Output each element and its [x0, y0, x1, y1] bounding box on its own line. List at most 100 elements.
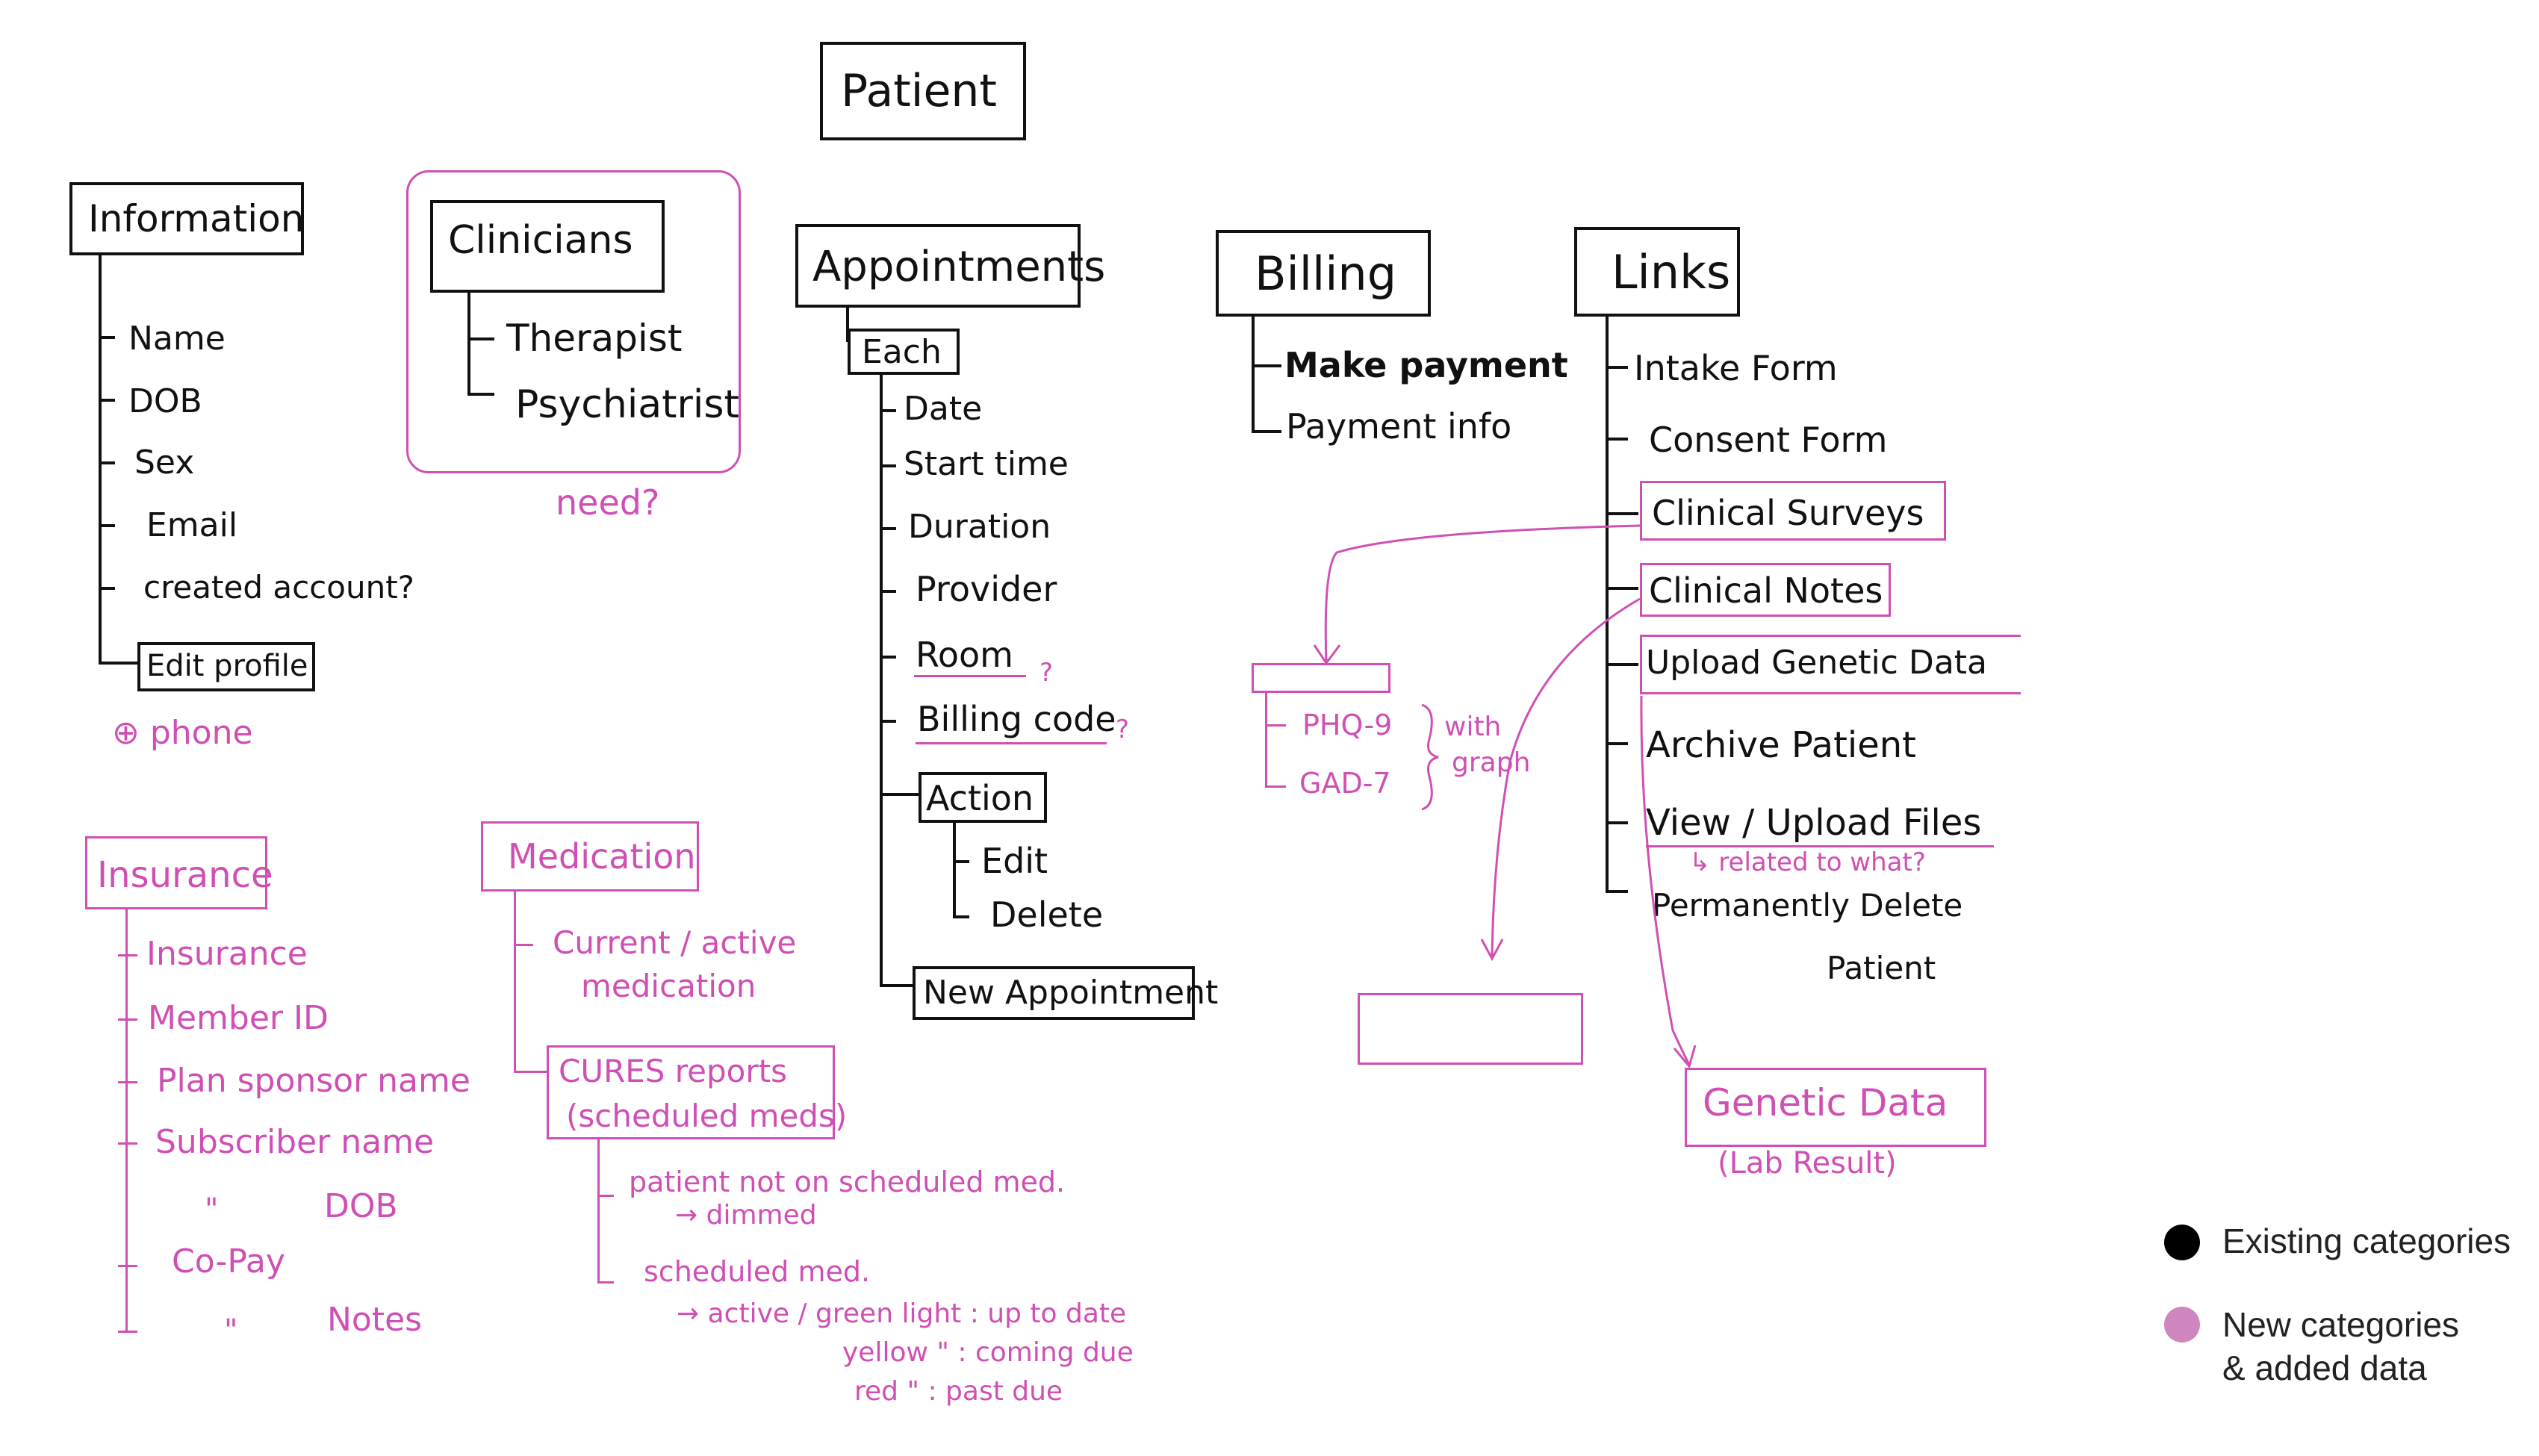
- ins-item-plan-sponsor: Plan sponsor name: [157, 1062, 470, 1100]
- med-light-yellow: yellow " : coming due: [842, 1337, 1134, 1368]
- surveys-brace: [1421, 703, 1439, 811]
- room-question: ?: [1039, 658, 1054, 688]
- appointments-node: [795, 224, 1081, 308]
- billing-payment-info: Payment info: [1286, 406, 1512, 447]
- medication-trunk: [514, 892, 516, 1072]
- insurance-trunk: [125, 909, 128, 1332]
- surveys-trunk: [1265, 693, 1267, 787]
- genetic-data-label: Genetic Data: [1703, 1081, 1948, 1124]
- info-item-created-account: created account?: [143, 569, 414, 606]
- ins-item-insurance: Insurance: [146, 935, 308, 973]
- notes-arrow: [1491, 597, 1641, 958]
- ins-item-dob: DOB: [324, 1187, 398, 1225]
- med-scheduled: scheduled med.: [644, 1255, 871, 1288]
- med-current-active-2: medication: [581, 968, 756, 1004]
- information-node: [69, 182, 304, 255]
- med-current-active: Current / active: [553, 924, 797, 961]
- appt-item-provider: Provider: [916, 569, 1057, 609]
- legend-existing-label: Existing categories: [2222, 1222, 2511, 1260]
- med-light-red: red " : past due: [854, 1376, 1063, 1407]
- cures-trunk: [597, 1139, 600, 1283]
- phone-note: ⊕ phone: [112, 714, 253, 752]
- clinicians-node: [430, 200, 665, 293]
- medication-node: [481, 821, 699, 892]
- action-trunk: [953, 823, 956, 918]
- surveys-with-note: with: [1444, 712, 1502, 742]
- information-trunk: [99, 255, 102, 665]
- survey-gad7: GAD-7: [1299, 767, 1391, 800]
- cures-reports-label: CURES reports: [559, 1053, 787, 1089]
- ins-item-notes: Notes: [327, 1301, 423, 1339]
- ins-item-ditto-2: ": [224, 1313, 238, 1348]
- legend-new-dot: [2164, 1307, 2200, 1343]
- links-archive-patient: Archive Patient: [1646, 724, 1916, 766]
- each-label: Each: [862, 333, 942, 371]
- clinicians-need-note: need?: [556, 482, 660, 523]
- appointments-trunk: [880, 375, 883, 987]
- clinical-notes-target-box: [1358, 993, 1583, 1065]
- links-permanently-delete: Permanently Delete: [1652, 887, 1963, 924]
- genetic-arrow: [1640, 695, 1691, 1065]
- appointments-label: Appointments: [812, 243, 1106, 291]
- links-upload-genetic-data: Upload Genetic Data: [1646, 644, 1987, 682]
- files-underline: [1646, 845, 1994, 847]
- appointments-top-connector: [846, 308, 849, 342]
- cures-reports-node: [547, 1045, 835, 1139]
- billing-make-payment: Make payment: [1284, 345, 1568, 385]
- billing-node: [1216, 230, 1431, 317]
- patient-node: [820, 42, 1026, 140]
- med-not-scheduled-dimmed: → dimmed: [675, 1200, 817, 1231]
- appt-item-date: Date: [904, 390, 983, 428]
- genetic-arrowhead: [1673, 1045, 1697, 1069]
- appt-item-duration: Duration: [908, 508, 1051, 546]
- insurance-node: [85, 836, 267, 909]
- information-label: Information: [88, 197, 305, 240]
- action-edit: Edit: [981, 841, 1048, 881]
- appt-item-start-time: Start time: [904, 445, 1069, 483]
- legend-existing-dot: [2164, 1225, 2200, 1260]
- files-related-note: ↳ related to what?: [1689, 847, 1926, 877]
- edit-profile-button: [137, 642, 315, 691]
- med-light-green: → active / green light : up to date: [677, 1298, 1127, 1329]
- survey-phq9: PHQ-9: [1302, 709, 1393, 741]
- ins-item-subscriber-name: Subscriber name: [155, 1123, 435, 1161]
- billing-trunk: [1252, 317, 1255, 433]
- billing-label: Billing: [1255, 246, 1397, 301]
- links-clinical-notes: Clinical Notes: [1649, 570, 1883, 611]
- clinicians-trunk: [467, 293, 470, 396]
- info-item-name: Name: [128, 320, 226, 358]
- info-item-dob: DOB: [128, 382, 202, 420]
- links-permanently-delete-patient: Patient: [1827, 950, 1936, 986]
- cures-reports-label-2: (scheduled meds): [566, 1098, 848, 1134]
- edit-profile-label: Edit profile: [146, 649, 308, 683]
- insurance-label: Insurance: [97, 854, 273, 896]
- new-appointment-label: New Appointment: [923, 974, 1219, 1012]
- ins-item-member-id: Member ID: [148, 999, 329, 1037]
- medication-label: Medication: [508, 836, 696, 877]
- links-trunk: [1606, 317, 1609, 893]
- legend-new-label: New categories: [2222, 1305, 2460, 1344]
- ins-item-copay: Co-Pay: [172, 1242, 285, 1281]
- info-item-sex: Sex: [134, 444, 195, 482]
- notes-arrowhead: [1480, 939, 1504, 962]
- patient-label: Patient: [841, 65, 997, 117]
- new-appointment-button: [913, 966, 1195, 1020]
- links-clinical-surveys: Clinical Surveys: [1652, 493, 1924, 533]
- clinical-notes-node: [1640, 563, 1891, 617]
- info-item-email: Email: [146, 506, 238, 544]
- appt-item-billing-code: Billing code: [917, 699, 1116, 739]
- upload-genetic-data-node: [1640, 635, 2021, 694]
- action-label: Action: [926, 778, 1034, 818]
- links-label: Links: [1612, 245, 1731, 299]
- legend-new-label-2: & added data: [2222, 1348, 2427, 1387]
- billing-code-question: ?: [1116, 715, 1130, 744]
- clinicians-region: [406, 170, 741, 473]
- clinical-surveys-node: [1640, 481, 1946, 541]
- ins-item-ditto-1: ": [205, 1192, 219, 1227]
- links-view-upload-files: View / Upload Files: [1646, 802, 1982, 844]
- genetic-data-node: [1685, 1068, 1986, 1147]
- billing-code-underline: [916, 742, 1107, 744]
- links-consent-form: Consent Form: [1649, 420, 1888, 460]
